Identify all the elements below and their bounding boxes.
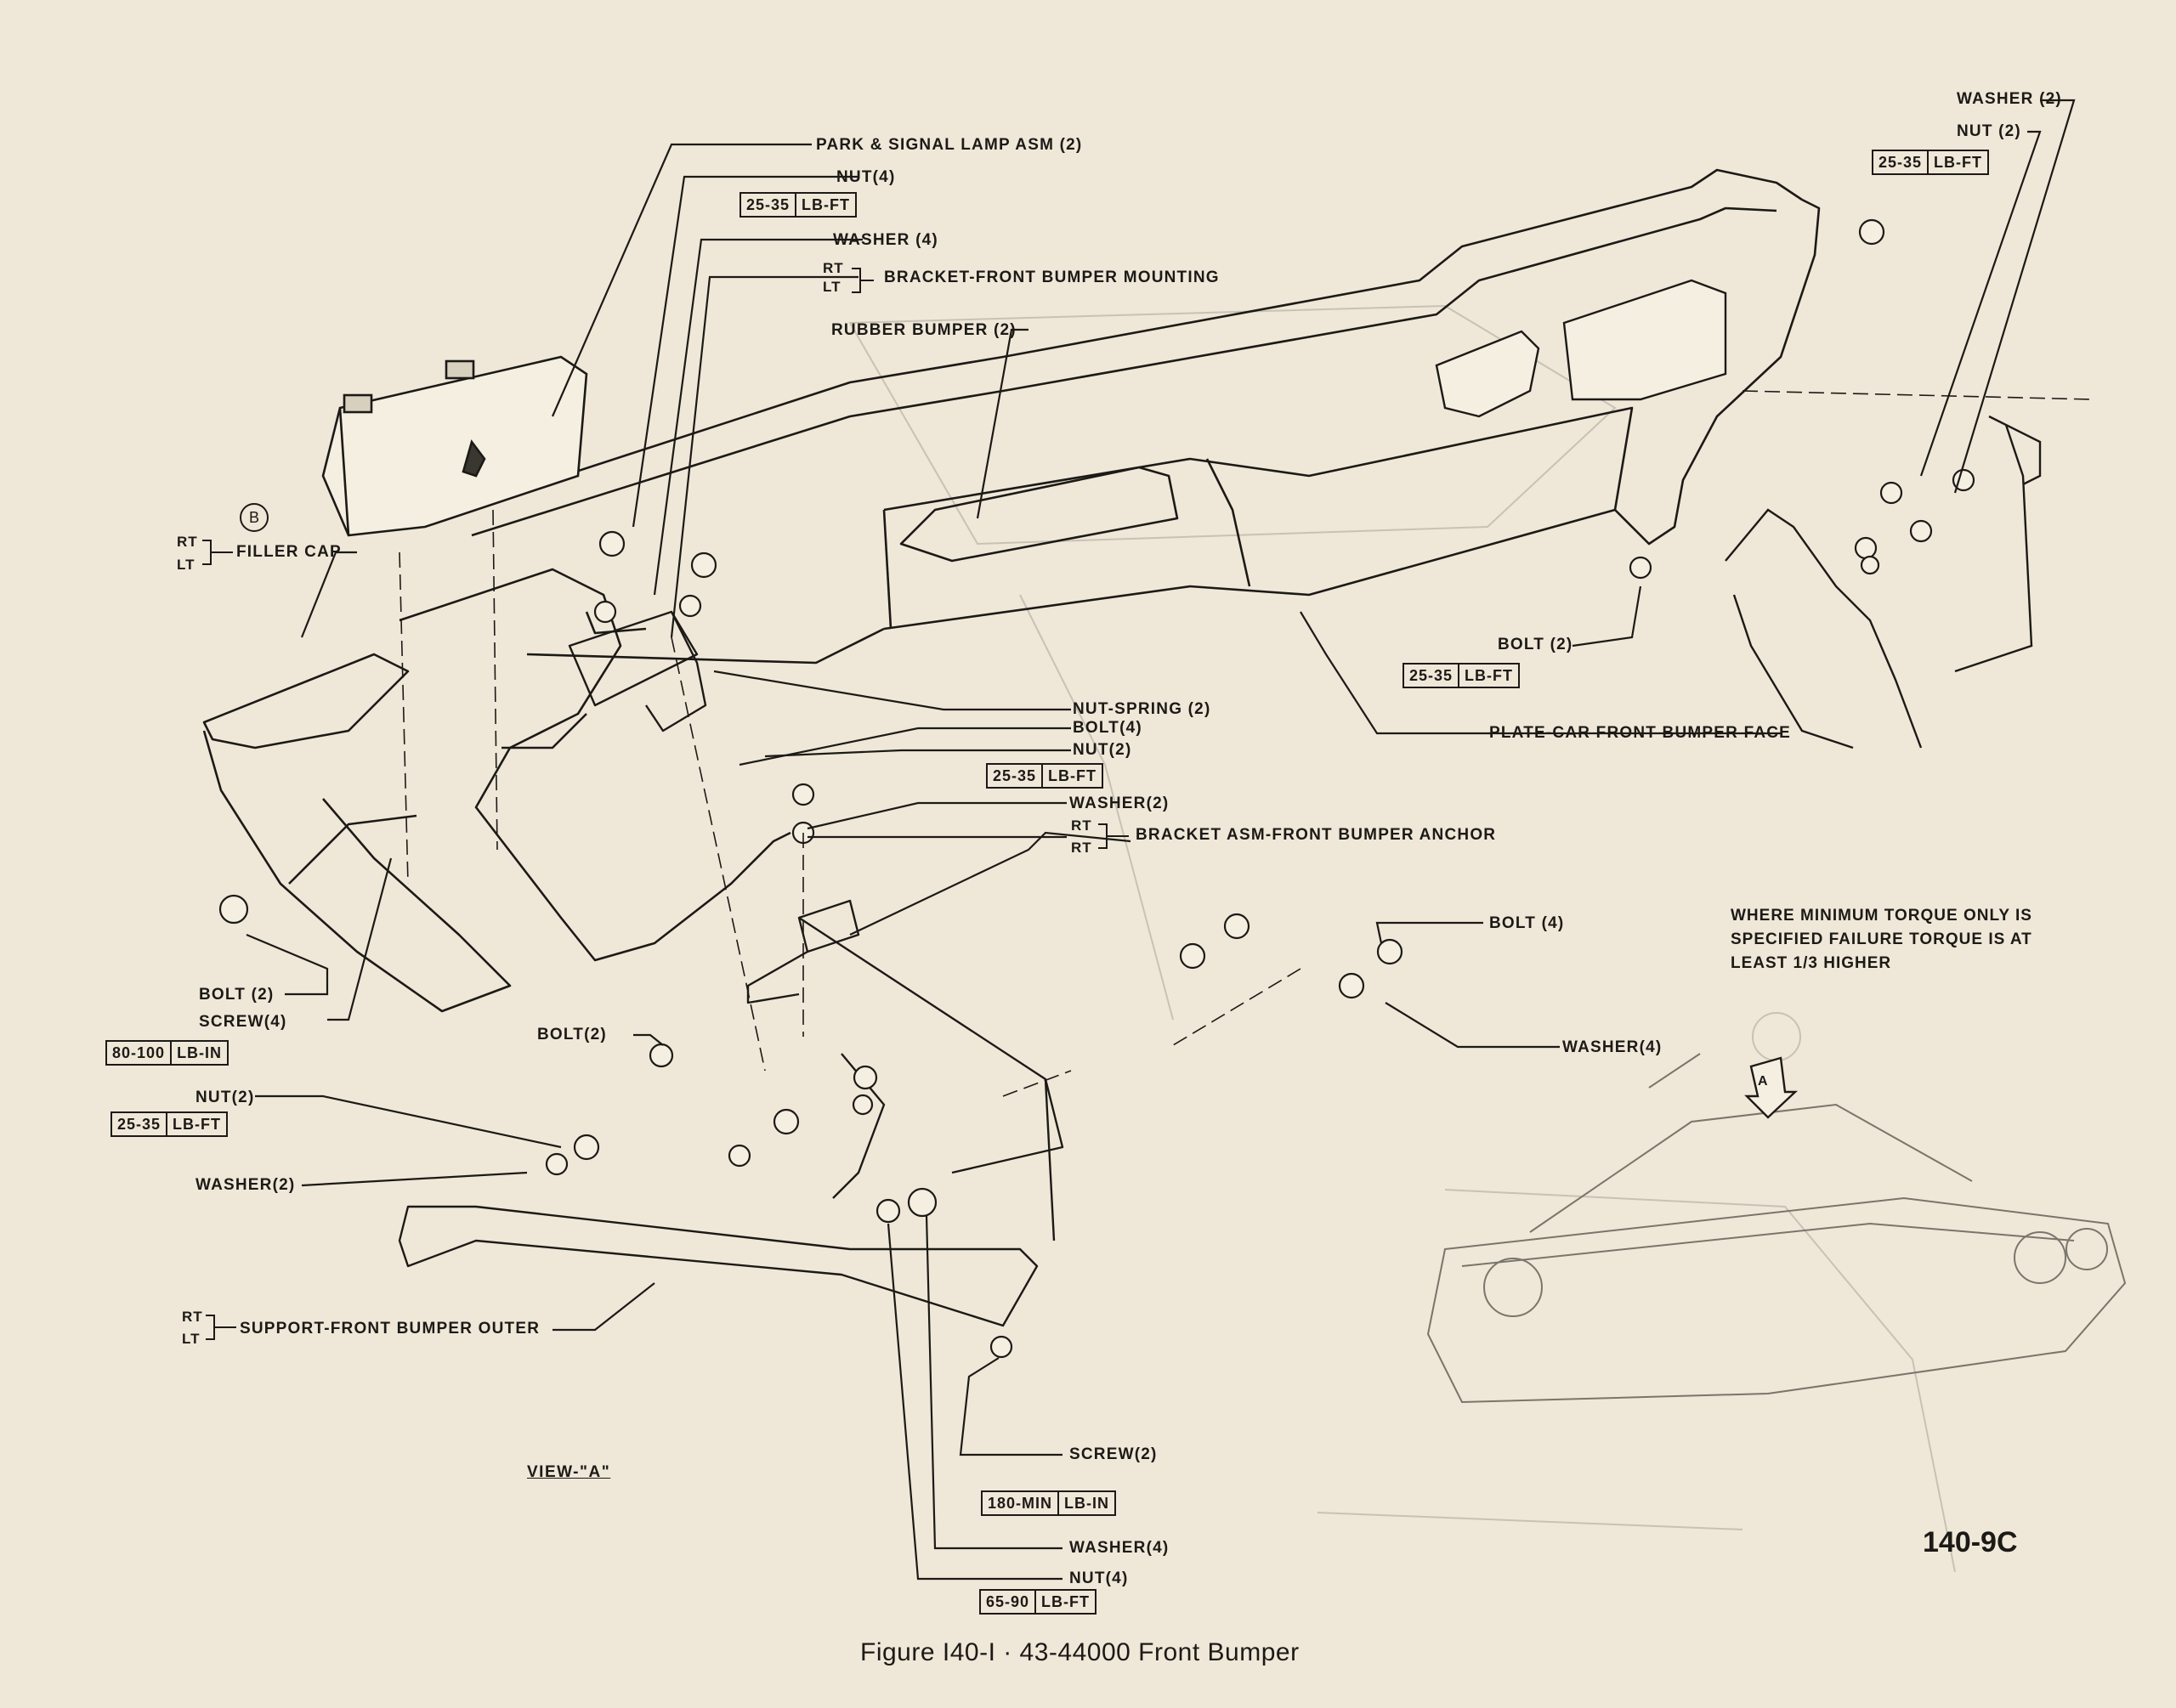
- label-washer-4-right: WASHER(4): [1562, 1038, 1663, 1056]
- label-screw-4: SCREW(4): [199, 1013, 287, 1031]
- torque-value: 25-35: [746, 196, 790, 213]
- side-rt-anchor-1: RT: [1071, 817, 1092, 834]
- side-lt-bracket-mount: LT: [823, 279, 842, 295]
- label-washer-2-top-right: WASHER (2): [1957, 90, 2062, 108]
- view-a-marker-icon: [1744, 1056, 1799, 1119]
- side-rt-bracket-mount: RT: [823, 260, 844, 276]
- label-support-front-bumper-outer: SUPPORT-FRONT BUMPER OUTER: [240, 1320, 541, 1338]
- torque-unit: LB-FT: [166, 1113, 226, 1135]
- label-park-signal-lamp: PARK & SIGNAL LAMP ASM (2): [816, 136, 1083, 154]
- label-bolt-4-right: BOLT (4): [1489, 914, 1565, 932]
- torque-note-line-3: LEAST 1/3 HIGHER: [1731, 954, 1892, 972]
- torque-value: 80-100: [112, 1044, 166, 1061]
- torque-note: WHERE MINIMUM TORQUE ONLY IS SPECIFIED F…: [1731, 904, 2032, 976]
- torque-value: 25-35: [1878, 154, 1923, 171]
- view-a-label: VIEW-"A": [527, 1463, 611, 1481]
- label-bracket-asm-anchor: BRACKET ASM-FRONT BUMPER ANCHOR: [1136, 826, 1497, 844]
- side-rt-anchor-2: RT: [1071, 840, 1092, 856]
- marker-b: B: [240, 503, 269, 532]
- label-washer-2-mid: WASHER(2): [1069, 795, 1170, 812]
- torque-value: 180-MIN: [988, 1495, 1053, 1512]
- label-bolt-4-mid: BOLT(4): [1073, 719, 1142, 737]
- label-bracket-front-bumper-mounting: BRACKET-FRONT BUMPER MOUNTING: [884, 269, 1220, 286]
- figure-caption: Figure I40-I · 43-44000 Front Bumper: [860, 1638, 1300, 1666]
- figure-number: 140-9C: [1923, 1526, 2018, 1558]
- leader-lines: [246, 99, 2076, 1581]
- left-fascia: [202, 568, 791, 1013]
- label-nut-spring: NUT-SPRING (2): [1073, 700, 1211, 718]
- view-a-marker-label: A: [1758, 1074, 1769, 1089]
- label-bolt-2-center: BOLT(2): [537, 1026, 607, 1043]
- torque-unit: LB-FT: [795, 194, 855, 216]
- torque-note-line-1: WHERE MINIMUM TORQUE ONLY IS: [1731, 907, 2032, 925]
- torque-note-line-2: SPECIFIED FAILURE TORQUE IS AT: [1731, 930, 2032, 948]
- label-washer-4-top: WASHER (4): [833, 231, 938, 249]
- label-nut-4-top: NUT(4): [836, 168, 896, 186]
- bumper-face-plate: [471, 168, 1821, 665]
- fasteners: [218, 218, 1975, 1359]
- label-filler-cap: FILLER CAP: [236, 543, 342, 561]
- label-nut-2-mid: NUT(2): [1073, 741, 1132, 759]
- right-bracket: [1725, 415, 2042, 749]
- label-screw-2: SCREW(2): [1069, 1445, 1158, 1463]
- label-nut-4-bottom: NUT(4): [1069, 1569, 1129, 1587]
- torque-unit: LB-FT: [1927, 151, 1987, 173]
- torque-unit: LB-FT: [1458, 665, 1518, 687]
- label-bolt-2-left: BOLT (2): [199, 986, 275, 1004]
- torque-value: 25-35: [117, 1116, 162, 1133]
- center-bracket: [568, 610, 1064, 1241]
- torque-unit: LB-IN: [170, 1042, 227, 1064]
- label-nut-2-left: NUT(2): [196, 1089, 255, 1106]
- park-signal-lamp-left: [321, 355, 588, 537]
- side-rt-filler-cap: RT: [177, 534, 198, 550]
- anchor-brace-icon: [1098, 823, 1129, 849]
- torque-unit: LB-FT: [1041, 765, 1102, 787]
- side-lt-filler-cap: LT: [177, 557, 196, 573]
- label-nut-2-top-right: NUT (2): [1957, 122, 2021, 140]
- label-bolt-2-right: BOLT (2): [1498, 636, 1573, 653]
- side-lt-support: LT: [182, 1331, 201, 1347]
- torque-value: 25-35: [993, 767, 1037, 784]
- side-rt-support: RT: [182, 1309, 203, 1325]
- torque-unit: LB-FT: [1034, 1591, 1095, 1613]
- label-washer-2-left: WASHER(2): [196, 1176, 296, 1194]
- torque-value: 25-35: [1409, 667, 1454, 684]
- bracket-brace-icon: [852, 268, 874, 293]
- label-plate-car-front-bumper-face: PLATE-CAR FRONT BUMPER FACE: [1489, 724, 1792, 742]
- label-rubber-bumper: RUBBER BUMPER (2): [831, 321, 1017, 339]
- torque-box-1: 25-35 LB-FT: [740, 192, 858, 218]
- torque-value: 65-90: [986, 1593, 1030, 1610]
- support-brace-icon: [206, 1315, 236, 1340]
- park-signal-lamp-right: [1435, 279, 1727, 418]
- outer-support: [398, 1205, 1039, 1327]
- label-washer-4-bottom: WASHER(4): [1069, 1539, 1170, 1557]
- torque-unit: LB-IN: [1057, 1492, 1114, 1514]
- assembly-dashes: [399, 390, 2092, 1097]
- filler-cap-brace-icon: [202, 540, 233, 565]
